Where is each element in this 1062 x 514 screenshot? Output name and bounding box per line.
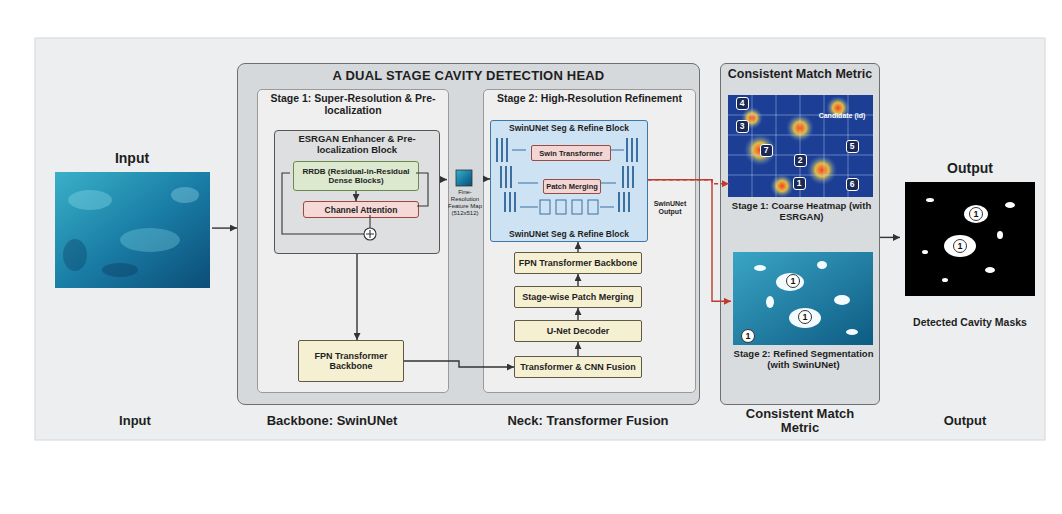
output-label: SwinUNet Output xyxy=(648,199,692,217)
node-text: Stage 1: Super-Resolution & Pre-localiza… xyxy=(258,90,448,118)
feature-map-thumb xyxy=(456,170,472,186)
stage-panel: Stage 2: High-Resolution RefinementSwinU… xyxy=(483,89,696,393)
stage-panel: Stage 1: Super-Resolution & Pre-localiza… xyxy=(257,89,449,393)
node-text: FPN Transformer Backbone xyxy=(299,349,403,374)
callout-number: 1 xyxy=(786,274,800,288)
callout-number: 1 xyxy=(798,310,812,324)
node-text: Output xyxy=(900,160,1040,176)
node-text: U-Net Decoder xyxy=(544,324,613,339)
flow-arrow xyxy=(356,254,357,340)
node-text: Fine-Resolution Feature Map (512x512) xyxy=(447,169,483,217)
node-text: Input xyxy=(52,150,212,166)
section-label: Output xyxy=(920,412,1010,430)
node-text: SwinUNet Seg & Refine Block xyxy=(491,227,647,241)
node-text: Transformer & CNN Fusion xyxy=(517,360,639,375)
callout-number: 5 xyxy=(846,140,859,153)
segmentation-image: Stage 2: Refined Segmentation (with Swin… xyxy=(731,251,876,399)
process-box: Stage-wise Patch Merging xyxy=(514,286,642,308)
process-box: U-Net Decoder xyxy=(514,320,642,342)
attention-box: Channel Attention xyxy=(303,201,419,218)
node-text: Patch Merging xyxy=(545,182,599,191)
flow-arrow xyxy=(577,274,578,286)
process-box: Transformer & CNN Fusion xyxy=(514,356,642,378)
backbone-box: FPN Transformer Backbone xyxy=(298,340,404,382)
node-text: A DUAL STAGE CAVITY DETECTION HEAD xyxy=(238,64,699,83)
background-panel xyxy=(35,38,1045,440)
process-box: FPN Transformer Backbone xyxy=(514,252,642,274)
section-label: Input xyxy=(90,412,180,430)
flow-arrow xyxy=(577,342,578,356)
feature-map: Fine-Resolution Feature Map (512x512) xyxy=(447,169,483,231)
input-photo xyxy=(55,172,210,288)
node-text: Stage-wise Patch Merging xyxy=(519,290,637,305)
enhancer-block: ESRGAN Enhancer & Pre-localization Block… xyxy=(274,130,440,254)
flow-arrow xyxy=(483,178,490,179)
callout-number: 1 xyxy=(969,207,983,221)
section-label: Consistent Match Metric xyxy=(725,406,875,436)
flow-arrow xyxy=(880,237,900,238)
node-text: RRDB (Residual-in-Residual Dense Blocks) xyxy=(294,166,418,187)
flow-arrow xyxy=(577,242,578,252)
callout-number: 7 xyxy=(760,144,773,157)
section-label: Backbone: SwinUNet xyxy=(237,412,427,430)
callout-number: 6 xyxy=(846,178,859,191)
callout-number: 1 xyxy=(793,177,806,190)
candidate-label: Candidate (id) xyxy=(811,111,873,121)
callout-number: 2 xyxy=(794,154,807,167)
section-label: Neck: Transformer Fusion xyxy=(483,412,693,430)
swinunet-block: SwinUNet Seg & Refine BlockSwinUNet Seg … xyxy=(490,120,648,242)
callout-number: 3 xyxy=(736,120,749,133)
callout-number: 4 xyxy=(736,97,749,110)
flow-arrow xyxy=(440,179,447,180)
cavity-masks xyxy=(905,182,1035,296)
node-text: Stage 2: High-Resolution Refinement xyxy=(484,90,695,106)
node-text: FPN Transformer Backbone xyxy=(516,256,641,271)
flow-arrow xyxy=(212,227,237,228)
coarse-heatmap xyxy=(728,95,873,198)
flow-arrow xyxy=(355,191,356,201)
node-text: Channel Attention xyxy=(323,205,400,215)
callout-number: 1 xyxy=(953,239,967,253)
node-text: Swin Transformer xyxy=(538,149,603,158)
merging-box: Patch Merging xyxy=(543,179,601,194)
transformer-box: Swin Transformer xyxy=(531,145,611,161)
callout-number: 1 xyxy=(741,329,755,343)
node-text: Detected Cavity Masks xyxy=(900,316,1040,328)
node-text: ESRGAN Enhancer & Pre-localization Block xyxy=(275,131,439,157)
refined-segmentation xyxy=(733,252,873,345)
flow-arrow xyxy=(577,308,578,320)
node-text: SwinUNet Seg & Refine Block xyxy=(491,121,647,135)
node-text: Consistent Match Metric xyxy=(721,64,879,84)
rrdb-box: RRDB (Residual-in-Residual Dense Blocks) xyxy=(293,161,419,191)
